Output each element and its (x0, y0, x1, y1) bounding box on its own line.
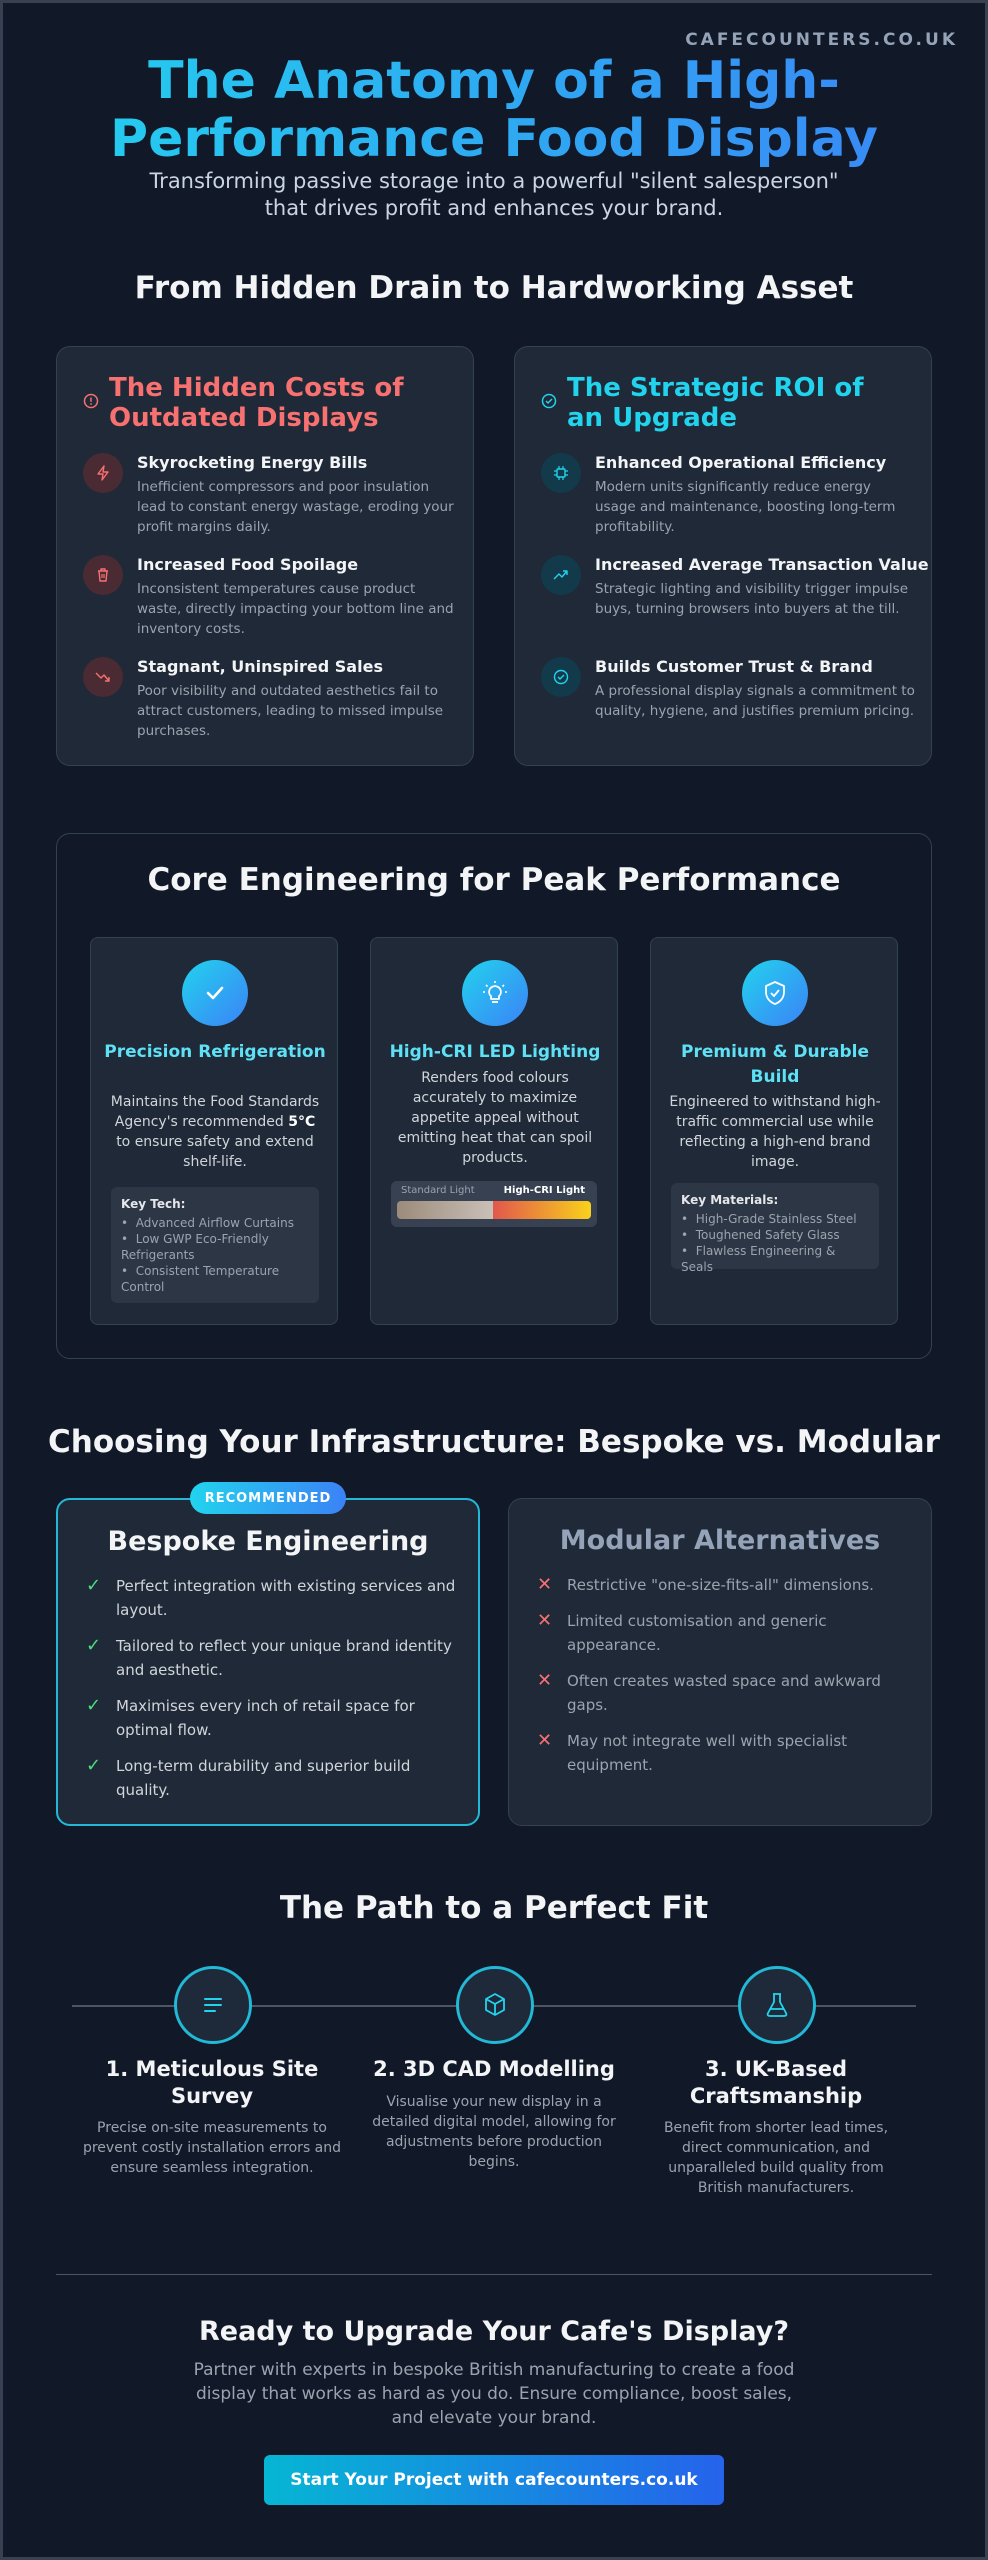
cost-item-desc: Inefficient compressors and poor insulat… (137, 479, 454, 535)
brand-wordmark[interactable]: CAFECOUNTERS.CO.UK (685, 30, 958, 50)
flask-icon (738, 1966, 816, 2044)
key-tech-item: • Consistent Temperature Control (121, 1264, 280, 1294)
step-desc: Benefit from shorter lead times, direct … (663, 2120, 889, 2196)
strategic-roi-title: The Strategic ROI of an Upgrade (567, 373, 864, 433)
section-heading-drain-to-asset: From Hidden Drain to Hardworking Asset (134, 270, 854, 306)
section-heading-engineering: Core Engineering for Peak Performance (147, 862, 841, 898)
cube-icon (456, 1966, 534, 2044)
hero-title-line-1: The Anatomy of a High- (148, 51, 840, 111)
key-material-item: • High-Grade Stainless Steel (681, 1212, 857, 1226)
roi-item-desc: Modern units significantly reduce energy… (595, 479, 896, 535)
modular-title: Modular Alternatives (559, 1525, 881, 1556)
strategic-roi-card: The Strategic ROI of an Upgrade Enhanced… (514, 346, 932, 766)
key-material-item: • Flawless Engineering & Seals (681, 1244, 836, 1274)
step-title: 2. 3D CAD Modelling (373, 2057, 615, 2081)
engineering-card-title: Premium & Durable Build (681, 1042, 869, 1087)
cross-icon: ✕ (537, 1730, 553, 1751)
chip-icon (541, 453, 581, 493)
cta-heading: Ready to Upgrade Your Cafe's Display? (198, 2316, 790, 2347)
section-heading-infrastructure: Choosing Your Infrastructure: Bespoke vs… (48, 1424, 940, 1460)
bespoke-benefit: ✓Tailored to reflect your unique brand i… (86, 1635, 452, 1679)
engineering-card-desc: Renders food colours accurately to maxim… (397, 1070, 593, 1166)
step-title: 3. UK-Based Craftsmanship (689, 2057, 863, 2108)
roi-item-desc: A professional display signals a commitm… (595, 683, 915, 719)
checkmark-icon (182, 960, 248, 1026)
temperature-highlight: 5°C (288, 1114, 316, 1130)
roi-item-title: Increased Average Transaction Value (595, 555, 929, 574)
roi-item-desc: Strategic lighting and visibility trigge… (595, 581, 909, 617)
key-tech-item: • Advanced Airflow Curtains (121, 1216, 294, 1230)
bespoke-benefit: ✓Long-term durability and superior build… (86, 1755, 411, 1799)
modular-drawback: ✕Restrictive "one-size-fits-all" dimensi… (537, 1574, 874, 1595)
light-comparison-bar: Standard Light High-CRI Light (391, 1181, 597, 1227)
step-title: 1. Meticulous Site Survey (105, 2057, 319, 2108)
trash-icon (83, 555, 123, 595)
key-material-item: • Toughened Safety Glass (681, 1228, 840, 1242)
step-desc: Precise on-site measurements to prevent … (82, 2120, 342, 2176)
bespoke-title: Bespoke Engineering (107, 1526, 429, 1557)
cta-text: Partner with experts in bespoke British … (193, 2360, 795, 2428)
desc-text: Maintains the Food Standards Agency's re… (110, 1094, 320, 1130)
modular-drawback: ✕May not integrate well with specialist … (537, 1730, 848, 1774)
modular-alternatives-card: Modular Alternatives ✕Restrictive "one-s… (508, 1498, 932, 1826)
cost-item-desc: Inconsistent temperatures cause product … (137, 581, 454, 637)
roi-item-title: Builds Customer Trust & Brand (595, 657, 873, 676)
check-icon: ✓ (86, 1635, 102, 1656)
cost-item-title: Stagnant, Uninspired Sales (137, 657, 383, 676)
shield-check-icon (742, 960, 808, 1026)
high-cri-label: High-CRI Light (503, 1185, 585, 1196)
section-heading-path: The Path to a Perfect Fit (279, 1890, 709, 1926)
cost-item-desc: Poor visibility and outdated aesthetics … (137, 683, 444, 739)
hidden-costs-title: The Hidden Costs of Outdated Displays (109, 373, 404, 433)
recommended-badge: RECOMMENDED (190, 1482, 346, 1514)
engineering-card-desc: Engineered to withstand high-traffic com… (669, 1094, 881, 1170)
standard-light-label: Standard Light (401, 1185, 475, 1196)
key-tech-box: Key Tech: • Advanced Airflow Curtains • … (111, 1187, 319, 1303)
high-cri-swatch (493, 1201, 591, 1219)
modular-drawback: ✕Often creates wasted space and awkward … (537, 1670, 881, 1714)
led-lighting-card: High-CRI LED Lighting Renders food colou… (370, 937, 618, 1325)
section-divider (56, 2274, 932, 2275)
hero-title-line-2: Performance Food Display (109, 109, 879, 169)
durable-build-card: Premium & Durable Build Engineered to wi… (650, 937, 898, 1325)
hero-subtitle: Transforming passive storage into a powe… (149, 169, 839, 220)
key-materials-box: Key Materials: • High-Grade Stainless St… (671, 1183, 879, 1274)
key-tech-label: Key Tech: (121, 1197, 186, 1211)
engineering-card-title: High-CRI LED Lighting (389, 1042, 601, 1062)
engineering-card-title: Precision Refrigeration (104, 1042, 326, 1062)
step-desc: Visualise your new display in a detailed… (372, 2094, 616, 2170)
desc-text: to ensure safety and extend shelf-life. (116, 1134, 314, 1170)
cross-icon: ✕ (537, 1574, 553, 1595)
cross-icon: ✕ (537, 1610, 553, 1631)
lightning-icon (83, 453, 123, 493)
bespoke-engineering-card: Bespoke Engineering ✓Perfect integration… (56, 1498, 480, 1826)
key-materials-label: Key Materials: (681, 1193, 779, 1207)
hidden-costs-card: The Hidden Costs of Outdated Displays Sk… (56, 346, 474, 766)
alert-circle-icon (83, 393, 99, 409)
trending-down-icon (83, 657, 123, 697)
key-tech-item: • Low GWP Eco-Friendly Refrigerants (121, 1232, 269, 1262)
cross-icon: ✕ (537, 1670, 553, 1691)
check-icon: ✓ (86, 1755, 102, 1776)
list-icon (174, 1966, 252, 2044)
precision-refrigeration-card: Precision Refrigeration Maintains the Fo… (90, 937, 338, 1325)
trending-up-icon (541, 555, 581, 595)
roi-item-title: Enhanced Operational Efficiency (595, 453, 887, 472)
hero-title: The Anatomy of a High- Performance Food … (0, 52, 988, 168)
modular-drawback: ✕Limited customisation and generic appea… (537, 1610, 827, 1654)
standard-light-swatch (397, 1201, 493, 1219)
bespoke-benefit: ✓Perfect integration with existing servi… (86, 1575, 456, 1619)
engineering-card-desc: Maintains the Food Standards Agency's re… (109, 1092, 321, 1172)
bespoke-benefit: ✓Maximises every inch of retail space fo… (86, 1695, 415, 1739)
lightbulb-icon (462, 960, 528, 1026)
check-circle-icon (541, 657, 581, 697)
check-icon: ✓ (86, 1575, 102, 1596)
check-circle-icon (541, 393, 557, 409)
check-icon: ✓ (86, 1695, 102, 1716)
start-project-button[interactable]: Start Your Project with cafecounters.co.… (264, 2455, 724, 2505)
cost-item-title: Skyrocketing Energy Bills (137, 453, 368, 472)
cost-item-title: Increased Food Spoilage (137, 555, 359, 574)
